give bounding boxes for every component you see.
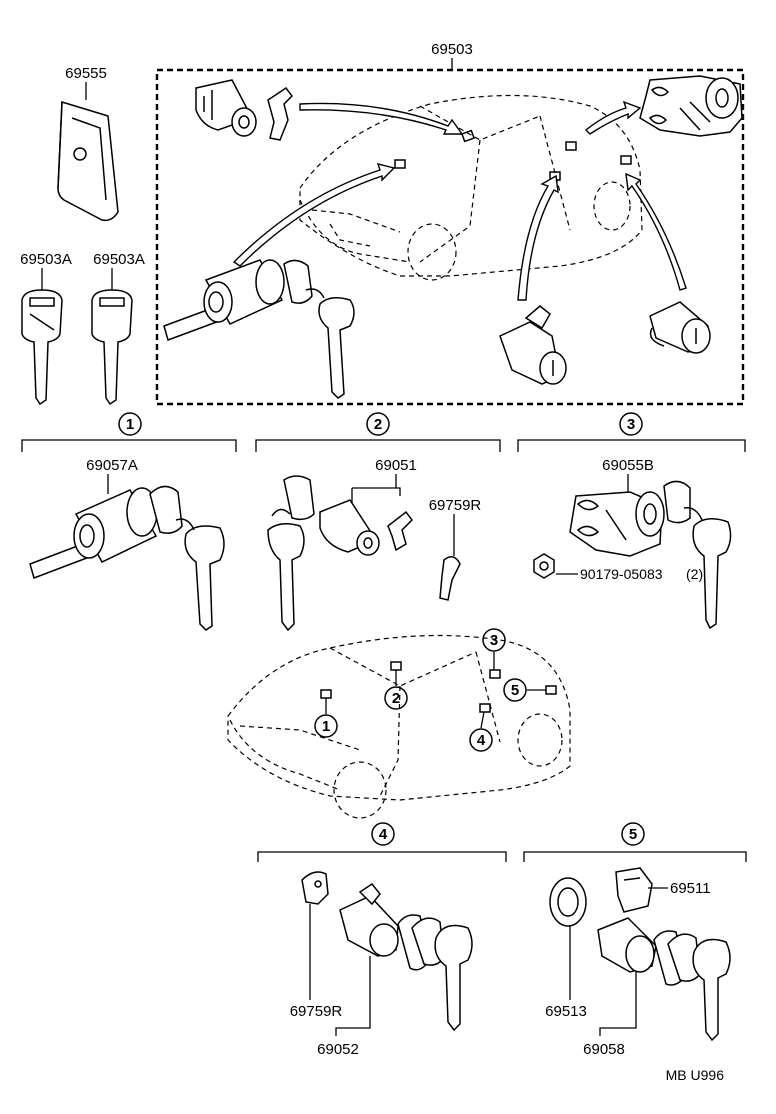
label-69052: 69052	[317, 1041, 359, 1058]
section-5-header: 5	[523, 822, 747, 862]
callout-1: 1	[126, 416, 134, 433]
label-69759R-rear: 69759R	[290, 1003, 343, 1020]
label-nut-qty: (2)	[686, 566, 703, 582]
label-69058: 69058	[583, 1041, 625, 1058]
top-arrows	[232, 100, 687, 301]
label-69511: 69511	[670, 880, 711, 897]
key-icon	[318, 297, 355, 399]
key-case-69555: 69555	[57, 65, 119, 222]
section-3-hatch: 69055B 90179-05083 (2)	[533, 457, 732, 630]
label-69555: 69555	[65, 65, 107, 82]
car-callout-5: 5	[511, 682, 519, 699]
label-69503A-2: 69503A	[93, 251, 145, 268]
label-69513: 69513	[545, 1003, 587, 1020]
key-icon	[267, 523, 305, 632]
callout-4: 4	[379, 826, 388, 843]
drawing-code: MB U996	[666, 1067, 725, 1083]
section-3-header: 3	[517, 412, 746, 452]
car-callout-2: 2	[392, 690, 400, 707]
label-69051: 69051	[375, 457, 417, 474]
key-icon	[283, 259, 313, 304]
label-69759R: 69759R	[429, 497, 482, 514]
section-4-rear-door: 69759R 69052	[290, 871, 473, 1058]
car-callout-1: 1	[322, 718, 330, 735]
key-icon	[434, 924, 473, 1032]
section-1-ignition: 69057A	[29, 457, 225, 631]
top-hatch-small-lock	[649, 301, 711, 354]
section-5-rear-hatch: 69511 69513 69058	[545, 867, 731, 1058]
middle-callouts: 1 2 3 4 5	[314, 628, 546, 752]
key-icon	[184, 525, 225, 631]
key-icon	[663, 480, 691, 524]
label-90179-05083: 90179-05083	[580, 566, 663, 582]
key-icon	[149, 485, 183, 534]
label-69503: 69503	[431, 41, 473, 58]
key-icon	[283, 475, 315, 521]
top-rear-door-lock	[499, 305, 567, 385]
middle-car-illustration	[227, 634, 571, 819]
callout-2: 2	[374, 416, 382, 433]
section-2-door: 69051 69759R	[267, 457, 482, 632]
key-icon	[91, 289, 133, 406]
callout-3: 3	[627, 416, 635, 433]
callout-5: 5	[629, 826, 637, 843]
section-4-header: 4	[257, 822, 507, 862]
main-set-frame	[155, 68, 745, 406]
key-icon	[692, 938, 731, 1042]
label-69057A: 69057A	[86, 457, 138, 474]
top-ignition-set	[163, 259, 355, 399]
car-callout-4: 4	[477, 732, 486, 749]
section-1-header: 1	[21, 412, 237, 452]
section-2-header: 2	[255, 412, 501, 452]
key-icon	[21, 289, 63, 406]
car-callout-3: 3	[490, 632, 498, 649]
loose-keys: 69503A 69503A	[20, 251, 145, 406]
label-69503A-1: 69503A	[20, 251, 72, 268]
key-icon	[692, 518, 732, 630]
top-hatch-lock	[639, 75, 743, 137]
top-door-lock	[195, 79, 293, 141]
label-69055B: 69055B	[602, 457, 654, 474]
main-set-group: 69503	[155, 41, 745, 406]
